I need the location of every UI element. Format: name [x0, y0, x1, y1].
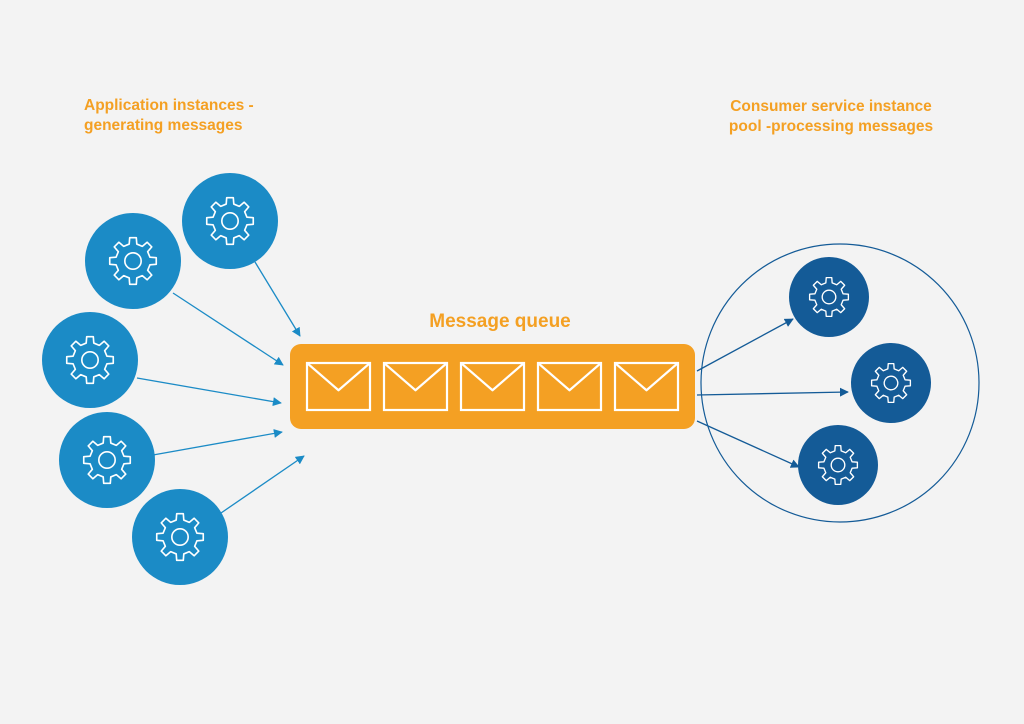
gear-icon [65, 335, 115, 385]
message-queue-title: Message queue [429, 311, 571, 332]
envelope-icon [305, 361, 372, 412]
consumers-caption-line-2: pool -processing messages [728, 118, 934, 135]
envelope-icon [536, 361, 603, 412]
queued-messages [305, 361, 680, 412]
consumer-instance-circle [798, 425, 878, 505]
consumer-pool-outline [700, 243, 980, 523]
producer-arrows [136, 261, 305, 514]
producers-caption: Application instances - generating messa… [84, 96, 254, 136]
producer-instance [182, 173, 278, 269]
envelope-icon [382, 361, 449, 412]
consumer-arrow [696, 420, 800, 468]
producer-arrow [152, 428, 283, 456]
producer-instance-circle [42, 312, 138, 408]
consumers-caption: Consumer service instance pool -processi… [700, 97, 962, 137]
consumer-arrow [696, 318, 794, 372]
producer-instance-circle [182, 173, 278, 269]
envelope-icon [459, 361, 526, 412]
consumer-instance [798, 425, 878, 505]
consumer-arrow [696, 387, 849, 397]
producer-arrow [172, 292, 284, 366]
gear-icon [155, 512, 205, 562]
consumer-instance-circle [851, 343, 931, 423]
producer-arrow [254, 261, 301, 337]
producers-caption-line-2: generating messages [84, 117, 243, 134]
producer-instance [132, 489, 228, 585]
producer-instance [42, 312, 138, 408]
producer-instance [59, 412, 155, 508]
consumer-instance [789, 257, 869, 337]
producer-instances [42, 173, 278, 585]
producer-instance-circle [59, 412, 155, 508]
gear-icon [870, 362, 912, 404]
gear-icon [108, 236, 158, 286]
envelope-icon [613, 361, 680, 412]
producer-instance-circle [85, 213, 181, 309]
producer-arrow [220, 455, 305, 514]
producers-caption-line-1: Application instances - [84, 97, 254, 114]
consumer-instance-circle [789, 257, 869, 337]
consumers-caption-line-1: Consumer service instance [730, 98, 932, 115]
producer-arrow [136, 377, 282, 407]
message-queue-box [290, 344, 695, 429]
consumer-arrows [696, 318, 849, 468]
gear-icon [808, 276, 850, 318]
consumer-instances [789, 257, 931, 505]
producer-instance [85, 213, 181, 309]
consumer-instance [851, 343, 931, 423]
gear-icon [817, 444, 859, 486]
gear-icon [82, 435, 132, 485]
producer-instance-circle [132, 489, 228, 585]
gear-icon [205, 196, 255, 246]
